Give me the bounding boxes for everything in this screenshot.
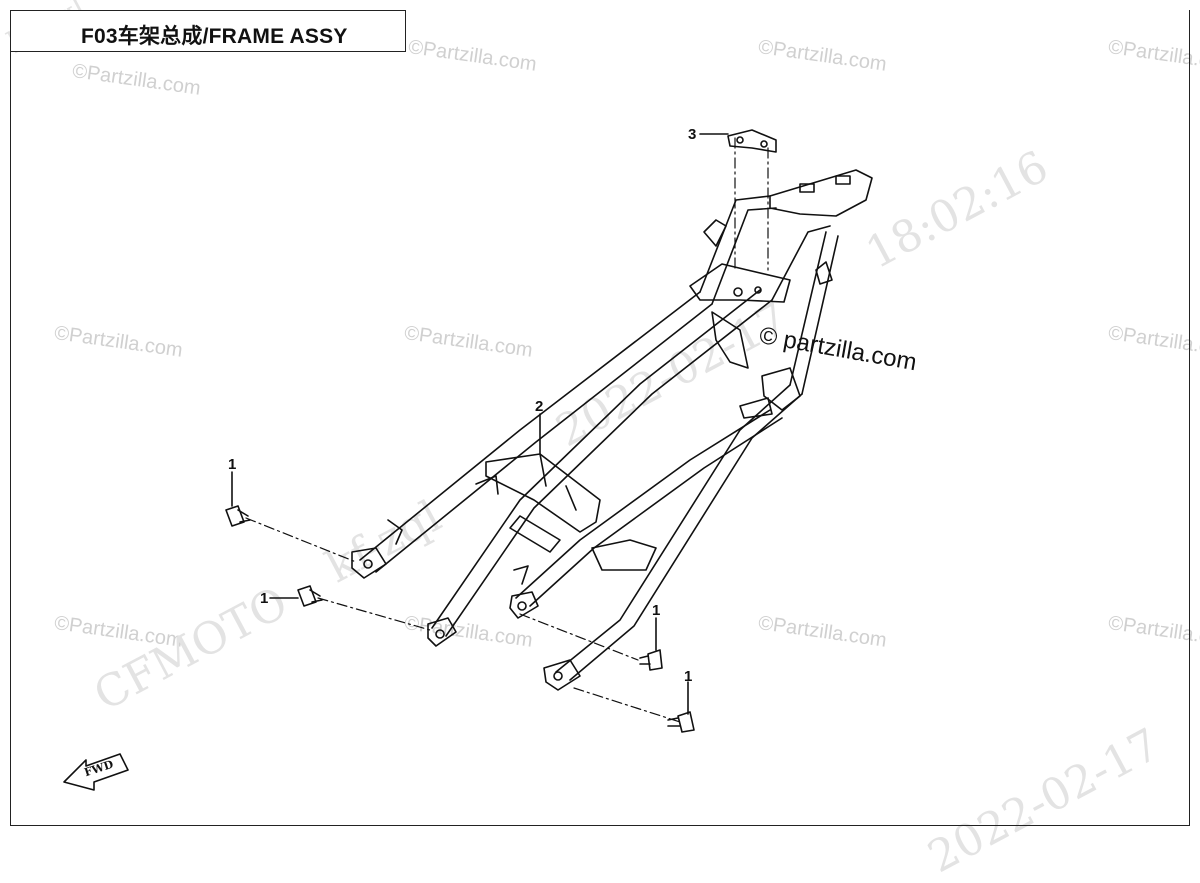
mount-eye (509, 591, 539, 619)
gusset-plate (711, 311, 749, 369)
mount-eye-hole (435, 629, 445, 639)
cross-bracket (591, 539, 657, 571)
frame-tube (569, 393, 803, 681)
rear-rail (771, 225, 831, 301)
rear-rail (711, 207, 777, 305)
leader-line (245, 517, 357, 563)
tail-plate-slot (799, 183, 815, 193)
frame-tube (529, 417, 783, 607)
frame-tube (375, 303, 713, 573)
washer-plate (727, 129, 777, 153)
frame-tube (555, 384, 791, 673)
leader-line (573, 687, 681, 723)
hook-tab (475, 475, 499, 495)
fwd-arrow-icon (63, 753, 129, 791)
copyright-icon: © (757, 322, 780, 352)
page-title: F03车架总成/FRAME ASSY (81, 25, 348, 48)
bolt-icon (297, 585, 323, 607)
rear-rail (801, 235, 839, 395)
rear-rail (699, 195, 771, 293)
rear-rail (789, 231, 827, 386)
bolt-icon (225, 505, 251, 527)
mid-bracket (689, 263, 791, 303)
mount-eye (543, 659, 581, 691)
tail-plate-slot (835, 175, 851, 185)
callout-1: 1 (684, 668, 693, 685)
callout-1: 1 (652, 602, 661, 619)
mount-eye-hole (517, 601, 527, 611)
callout-3: 3 (688, 126, 697, 143)
frame-tube (445, 299, 773, 637)
leader-line (519, 613, 639, 661)
hook-tab (387, 519, 403, 545)
leader-line (317, 597, 431, 631)
mount-eye-hole (553, 671, 563, 681)
mount-tab (739, 397, 773, 419)
callout-1: 1 (228, 456, 237, 473)
frame-tube (359, 291, 701, 561)
frame-tube (515, 409, 771, 599)
callout-1: 1 (260, 590, 269, 607)
cross-bracket-edge (539, 453, 577, 511)
bracket-hole (733, 287, 743, 297)
mount-tab (703, 219, 727, 247)
washer-hole (736, 136, 744, 144)
mount-tab (815, 261, 833, 285)
title-box: F03车架总成/FRAME ASSY (10, 10, 406, 52)
callout-2: 2 (535, 398, 544, 415)
cross-bracket (485, 453, 601, 533)
frame-assembly-drawing (63, 129, 873, 791)
mount-tab (761, 367, 801, 411)
washer-hole (760, 140, 768, 148)
mount-eye (351, 547, 387, 579)
frame-tube (431, 289, 761, 629)
mount-eye (427, 617, 457, 647)
bracket-hole (754, 286, 762, 294)
mount-eye-hole (363, 559, 373, 569)
hook-tab (513, 565, 529, 585)
cross-bracket (509, 515, 561, 553)
tail-plate (769, 169, 873, 217)
bolt-icon (667, 711, 695, 733)
bolt-icon (639, 649, 663, 671)
